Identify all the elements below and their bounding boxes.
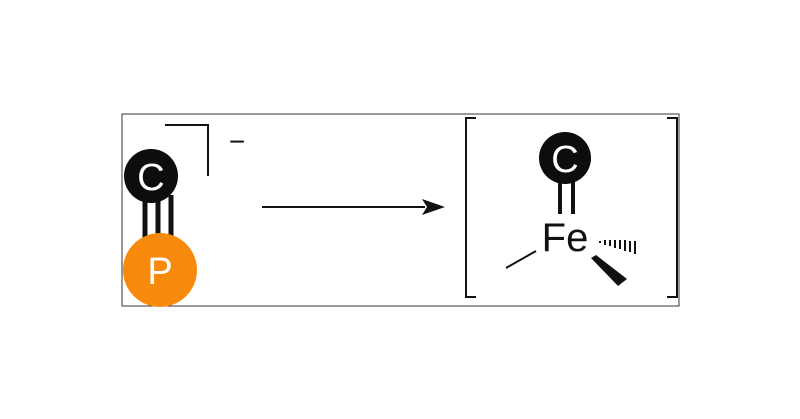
carbon-label: C	[137, 157, 164, 199]
carbide-carbon-label: C	[551, 139, 578, 181]
fe-hashed-wedge-bond	[599, 240, 636, 254]
negative-charge: −	[229, 126, 245, 157]
reaction-arrow	[262, 199, 445, 215]
scheme-frame	[121, 113, 680, 307]
phosphorus-atom	[123, 233, 197, 307]
fe-solid-wedge-bond	[591, 255, 627, 286]
left-square-bracket	[465, 117, 476, 298]
reactant-cp-anion: P C −	[123, 124, 245, 307]
product-fe-carbide: C Fe	[465, 117, 678, 298]
charge-bracket	[165, 124, 209, 176]
carbon-atom	[124, 149, 178, 203]
iron-label: Fe	[542, 216, 589, 260]
carbide-carbon-atom	[539, 132, 591, 184]
fe-plain-bond	[505, 250, 537, 269]
right-square-bracket	[667, 117, 678, 298]
phosphorus-label: P	[147, 251, 172, 293]
c-fe-double-bond	[558, 181, 575, 214]
